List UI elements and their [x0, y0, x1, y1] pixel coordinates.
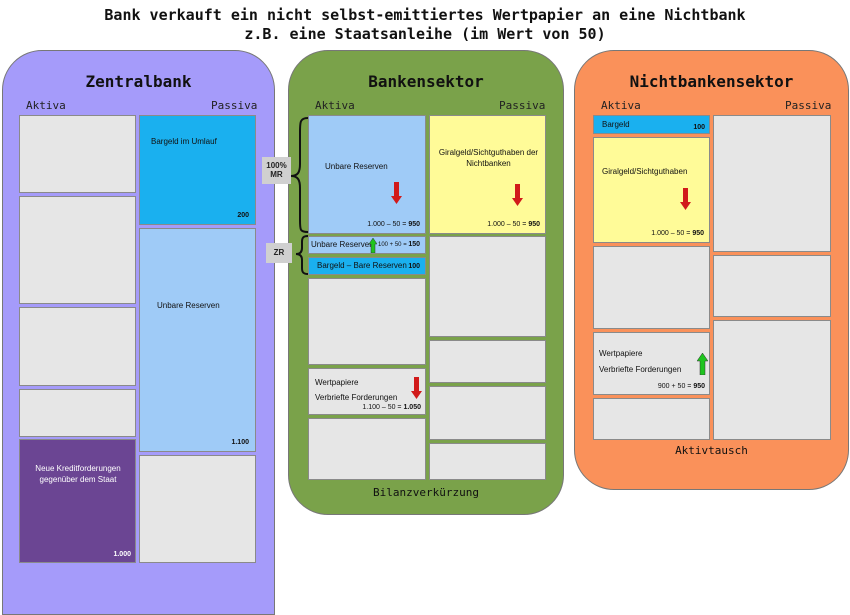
- zb-aktiva-empty-4: [19, 389, 136, 437]
- nichtbankensektor-aktiva-label: Aktiva: [601, 99, 641, 112]
- zb-reserven-box: Unbare Reserven 1.100: [139, 228, 256, 452]
- nb-bargeld-label: Bargeld: [602, 120, 630, 129]
- nb-giral-value: 1.000 – 50 = 950: [651, 230, 704, 237]
- nb-bargeld-value: 100: [693, 124, 705, 131]
- nichtbankensektor-title: Nichtbankensektor: [629, 72, 794, 91]
- bank-bargeld-value: 100: [408, 263, 420, 270]
- bank-passiva-empty-1: [429, 236, 546, 337]
- mr-tag: 100% MR: [262, 157, 291, 184]
- nb-passiva-empty-1: [713, 115, 831, 252]
- zentralbank-passiva-label: Passiva: [211, 99, 258, 112]
- bank-zr-reserven-box: Unbare Reserven 100 + 50 = 150: [308, 236, 426, 254]
- bank-aktiva-empty-1: [308, 278, 426, 365]
- bank-bargeld-label: Bargeld – Bare Reserven: [317, 261, 407, 270]
- zb-kreditforderungen-label: Neue Kreditforderungen gegenüber dem Sta…: [35, 464, 121, 484]
- nb-bargeld-box: Bargeld 100: [593, 115, 710, 134]
- bank-reserven-value: 1.000 – 50 = 950: [367, 221, 420, 228]
- nb-wertpapiere-label-2: Verbriefte Forderungen: [599, 365, 682, 374]
- nb-aktiva-empty-2: [593, 398, 710, 440]
- title-line-2: z.B. eine Staatsanleihe (im Wert von 50): [244, 25, 606, 43]
- decrease-arrow-icon: [391, 182, 402, 204]
- nb-giral-box: Giralgeld/Sichtguthaben 1.000 – 50 = 950: [593, 137, 710, 243]
- zb-bargeld-label: Bargeld im Umlauf: [151, 137, 217, 146]
- decrease-arrow-icon: [512, 184, 523, 206]
- bank-passiva-empty-3: [429, 386, 546, 440]
- zr-tag: ZR: [266, 243, 292, 263]
- nichtbankensektor-bottom-label: Aktivtausch: [675, 444, 748, 457]
- bank-giral-value: 1.000 – 50 = 950: [487, 221, 540, 228]
- nichtbankensektor-passiva-label: Passiva: [785, 99, 832, 112]
- zb-aktiva-empty-2: [19, 196, 136, 304]
- increase-arrow-icon: [369, 238, 377, 253]
- zentralbank-aktiva-label: Aktiva: [26, 99, 66, 112]
- zb-bargeld-box: Bargeld im Umlauf 200: [139, 115, 256, 225]
- mr-brace: [290, 117, 309, 275]
- zb-reserven-value: 1.100: [231, 439, 249, 446]
- nb-giral-label: Giralgeld/Sichtguthaben: [602, 167, 688, 176]
- zb-aktiva-empty-3: [19, 307, 136, 386]
- bank-aktiva-empty-2: [308, 418, 426, 480]
- decrease-arrow-icon: [680, 188, 691, 210]
- zentralbank-title: Zentralbank: [85, 72, 192, 91]
- bankensektor-aktiva-label: Aktiva: [315, 99, 355, 112]
- bank-reserven-label: Unbare Reserven: [325, 162, 388, 171]
- bank-wertpapiere-label-1: Wertpapiere: [315, 378, 359, 387]
- nb-wertpapiere-label-1: Wertpapiere: [599, 349, 643, 358]
- zb-aktiva-empty-1: [19, 115, 136, 193]
- mr-tag-line-1: 100%: [266, 161, 287, 170]
- nb-wertpapiere-value: 900 + 50 = 950: [657, 383, 705, 390]
- mr-tag-line-2: MR: [270, 170, 283, 179]
- bank-zr-reserven-value: 100 + 50 = 150: [378, 241, 421, 248]
- zb-kreditforderungen-value: 1.000: [113, 551, 131, 558]
- zb-passiva-empty: [139, 455, 256, 563]
- bank-giral-label: Giralgeld/Sichtguthaben der Nichtbanken: [438, 148, 539, 168]
- bank-wertpapiere-value: 1.100 – 50 = 1.050: [362, 404, 421, 411]
- bank-zr-reserven-label: Unbare Reserven: [311, 240, 374, 249]
- nb-passiva-empty-2: [713, 255, 831, 317]
- zb-reserven-label: Unbare Reserven: [157, 301, 220, 310]
- increase-arrow-icon: [697, 353, 708, 375]
- nb-aktiva-empty-1: [593, 246, 710, 329]
- title-line-1: Bank verkauft ein nicht selbst-emittiert…: [104, 6, 746, 24]
- bank-bargeld-box: Bargeld – Bare Reserven 100: [308, 257, 426, 275]
- zb-bargeld-value: 200: [237, 212, 249, 219]
- bankensektor-bottom-label: Bilanzverkürzung: [373, 486, 479, 499]
- bank-passiva-empty-2: [429, 340, 546, 383]
- bankensektor-passiva-label: Passiva: [499, 99, 546, 112]
- bank-giral-box: Giralgeld/Sichtguthaben der Nichtbanken …: [429, 115, 546, 234]
- bank-wertpapiere-box: Wertpapiere Verbriefte Forderungen 1.100…: [308, 368, 426, 415]
- bank-passiva-empty-4: [429, 443, 546, 480]
- zb-kreditforderungen-box: Neue Kreditforderungen gegenüber dem Sta…: [19, 439, 136, 563]
- decrease-arrow-icon: [411, 377, 422, 399]
- nb-passiva-empty-3: [713, 320, 831, 440]
- bankensektor-title: Bankensektor: [368, 72, 484, 91]
- nb-wertpapiere-box: Wertpapiere Verbriefte Forderungen 900 +…: [593, 332, 710, 395]
- bank-reserven-box: Unbare Reserven 1.000 – 50 = 950: [308, 115, 426, 234]
- bank-wertpapiere-label-2: Verbriefte Forderungen: [315, 393, 398, 402]
